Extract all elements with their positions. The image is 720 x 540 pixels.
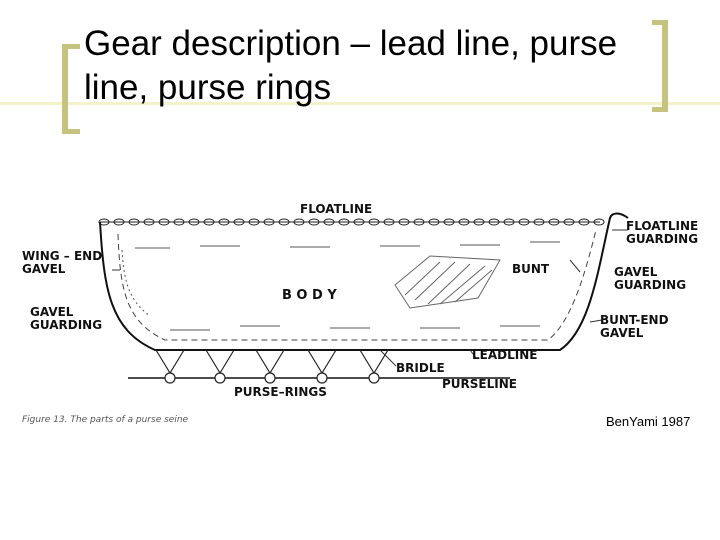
float	[593, 218, 605, 226]
purse-ring	[359, 349, 389, 384]
float	[488, 218, 500, 226]
float	[218, 218, 230, 226]
float	[188, 218, 200, 226]
purse-seine-diagram	[98, 212, 629, 384]
label-purseline: PURSELINE	[442, 377, 517, 391]
float	[398, 218, 410, 226]
float	[473, 218, 485, 226]
label-gavel-guarding-left: GAVEL GUARDING	[30, 305, 103, 332]
float	[548, 218, 560, 226]
label-floatline-guarding: FLOATLINE GUARDING	[626, 219, 699, 246]
label-purse-rings: PURSE–RINGS	[234, 385, 327, 399]
title-underline	[0, 102, 720, 105]
float	[578, 218, 590, 226]
label-bunt: BUNT	[512, 262, 550, 276]
float	[323, 218, 335, 226]
float	[443, 218, 455, 226]
float	[458, 218, 470, 226]
float	[98, 218, 110, 226]
label-bunt-end-gavel: BUNT-END GAVEL	[600, 313, 669, 340]
float	[518, 218, 530, 226]
wing-end-gavel-line	[121, 249, 151, 317]
float	[428, 218, 440, 226]
purse-ring	[307, 349, 337, 384]
float	[338, 218, 350, 226]
purse-ring	[205, 349, 235, 384]
label-leadline: LEADLINE	[472, 348, 538, 362]
guarding-line	[117, 229, 597, 341]
label-gavel-guarding-right: GAVEL GUARDING	[614, 265, 687, 292]
float	[263, 218, 275, 226]
float	[173, 218, 185, 226]
float	[293, 218, 305, 226]
purse-ring	[255, 349, 285, 384]
float	[503, 218, 515, 226]
figure-caption: Figure 13. The parts of a purse seine	[22, 415, 189, 425]
bunt-region	[394, 255, 501, 309]
left-bracket-decoration	[62, 44, 80, 134]
float	[278, 218, 290, 226]
label-wing-end-gavel: WING – END GAVEL	[22, 249, 103, 276]
float	[368, 218, 380, 226]
source-credit: BenYami 1987	[606, 414, 691, 429]
float	[203, 218, 215, 226]
float	[143, 218, 155, 226]
right-bracket-decoration	[652, 20, 668, 112]
float	[563, 218, 575, 226]
float	[248, 218, 260, 226]
float	[113, 218, 125, 226]
leader-lines	[112, 229, 628, 367]
float	[308, 218, 320, 226]
label-body: B O D Y	[282, 288, 337, 303]
net-outline	[99, 212, 629, 351]
float	[353, 218, 365, 226]
label-bridle: BRIDLE	[396, 361, 445, 375]
float	[383, 218, 395, 226]
float	[233, 218, 245, 226]
purse-rings	[155, 349, 389, 384]
float	[128, 218, 140, 226]
float	[533, 218, 545, 226]
body-mesh	[135, 241, 560, 331]
label-floatline: FLOATLINE	[300, 202, 373, 216]
float-markers	[98, 218, 605, 226]
purse-ring	[155, 349, 185, 384]
slide-title: Gear description – lead line, purse line…	[84, 24, 618, 107]
float	[158, 218, 170, 226]
float	[413, 218, 425, 226]
